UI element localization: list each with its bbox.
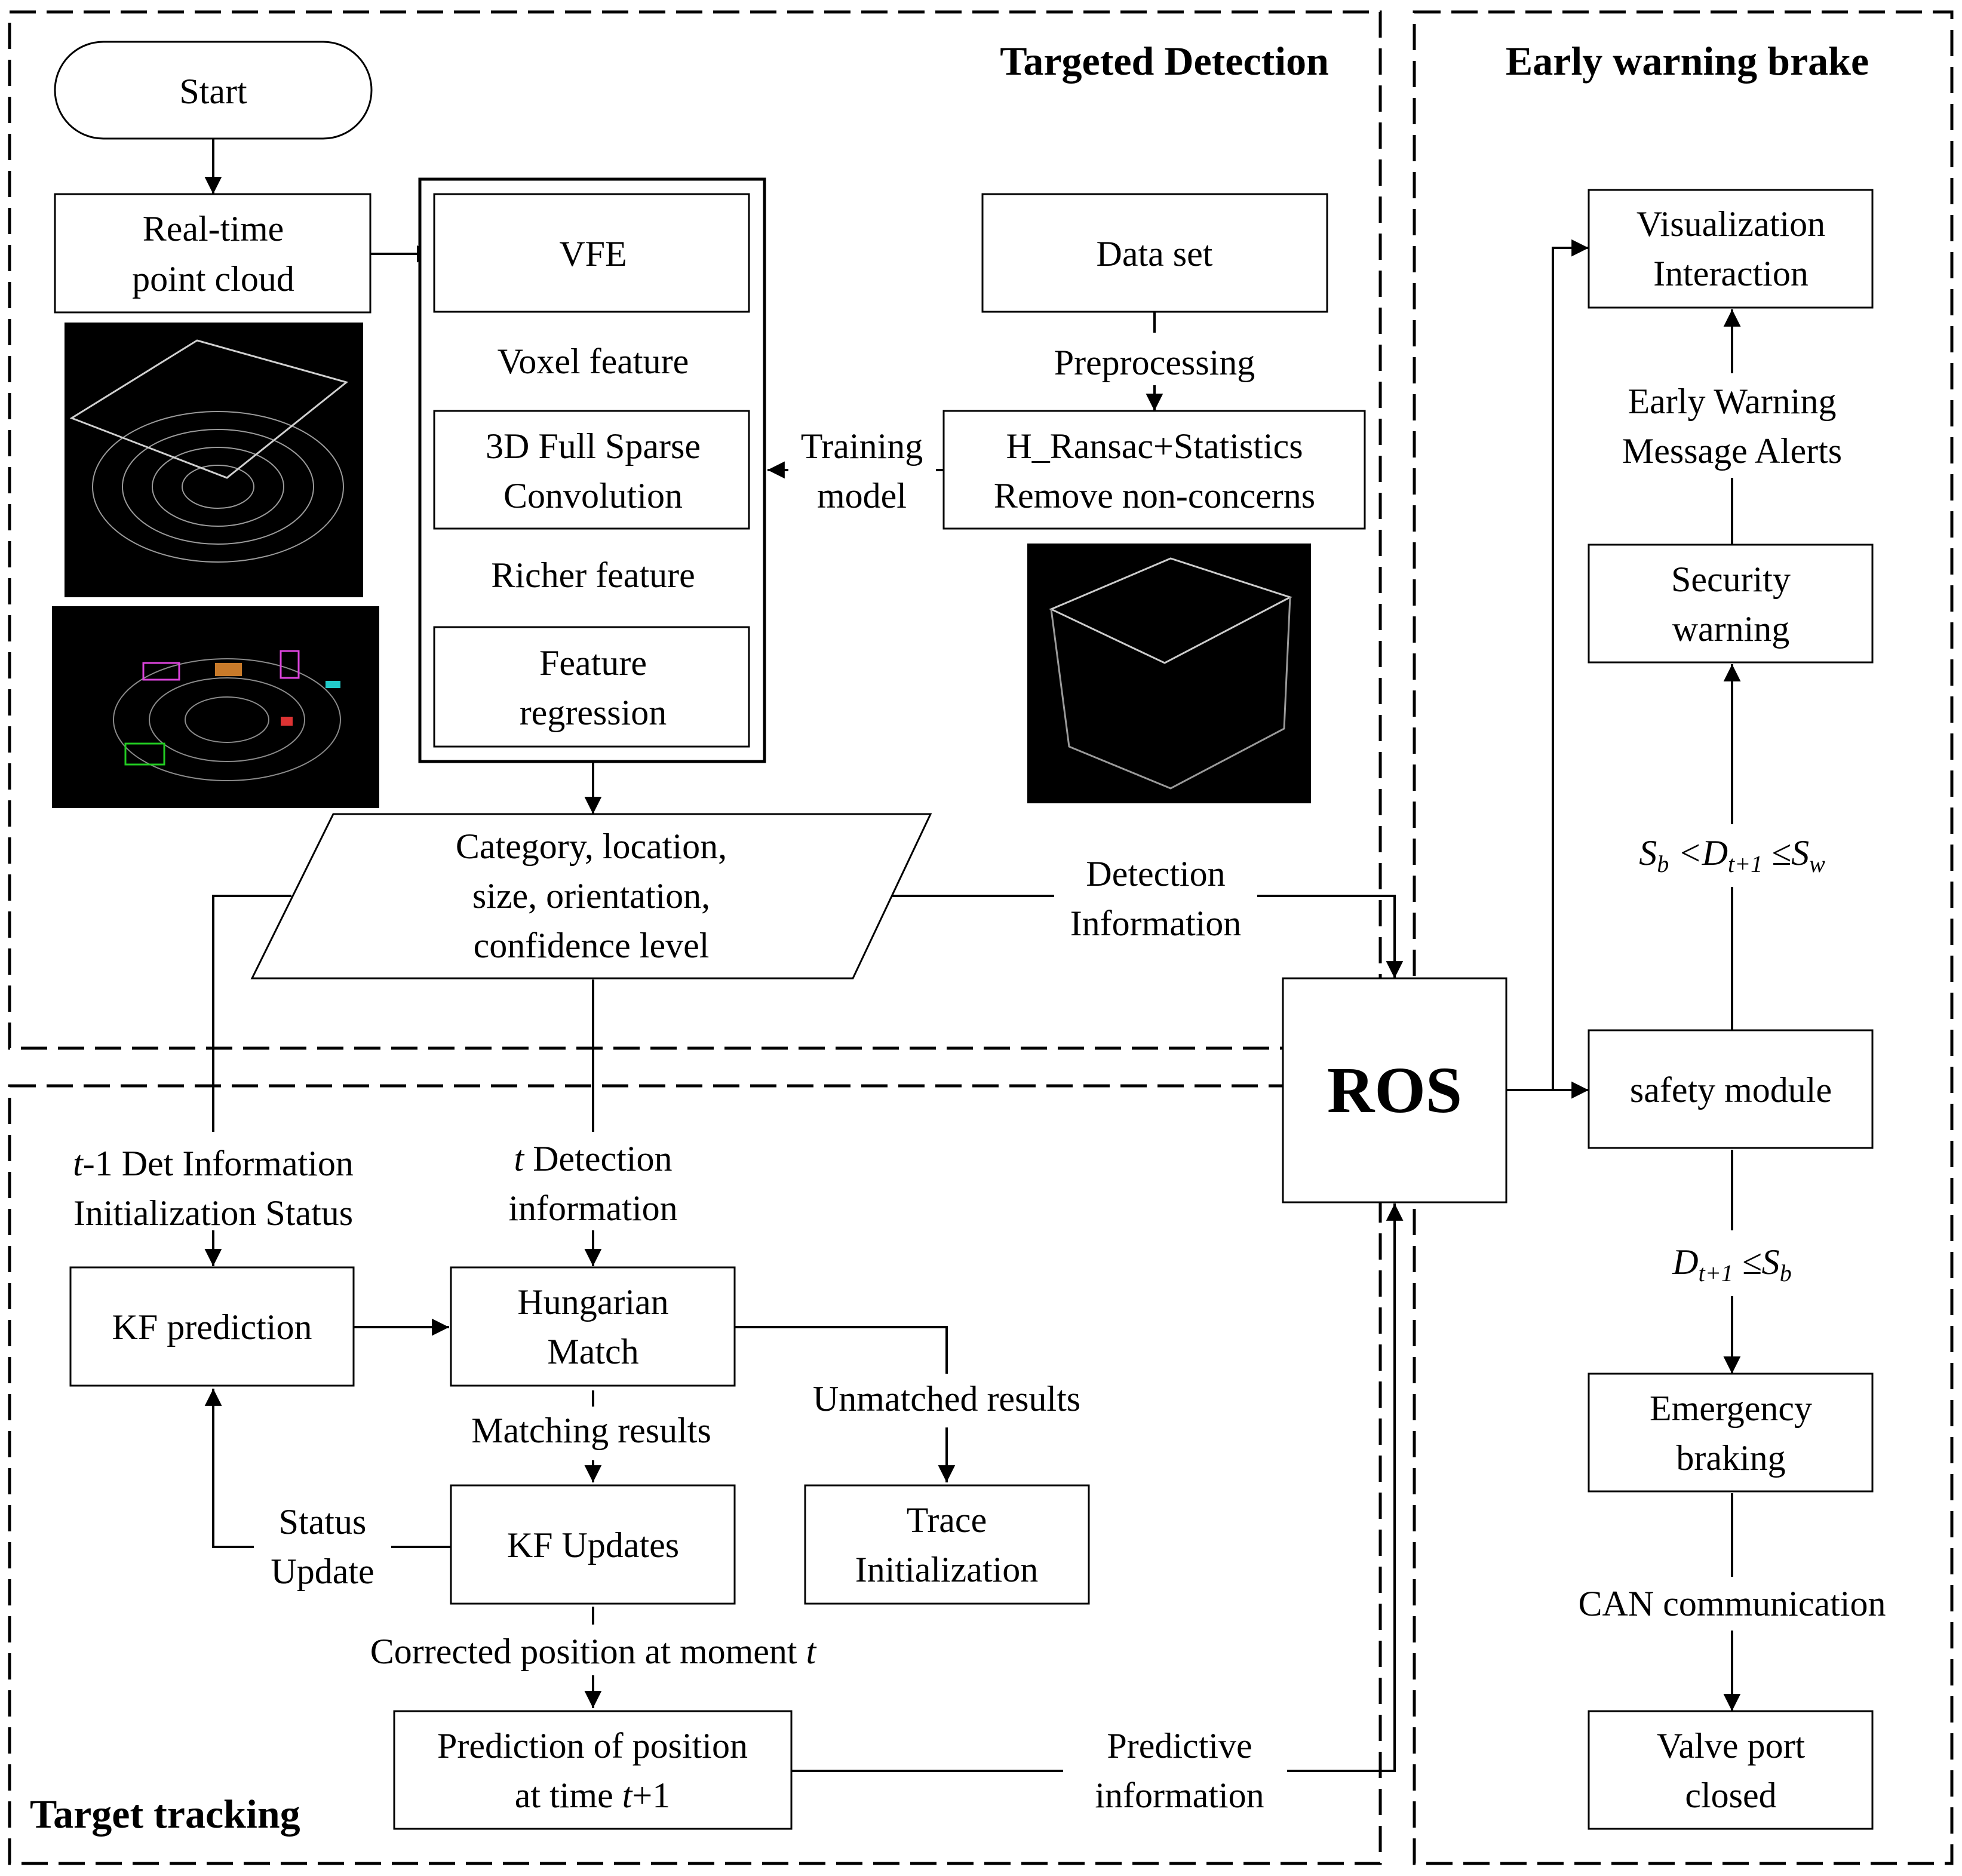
predictive-info-label-1: Predictive (1107, 1726, 1252, 1766)
status-update-label-2: Update (271, 1552, 374, 1591)
ros-label: ROS (1327, 1054, 1462, 1126)
sparse-convolution-node (433, 410, 750, 530)
regression-line-1: Feature (539, 643, 647, 683)
security-line-1: Security (1671, 560, 1791, 599)
targeted-detection-title: Targeted Detection (1000, 38, 1329, 84)
vfe-node (433, 193, 750, 313)
early-warning-label-2: Message Alerts (1622, 431, 1842, 471)
emergency-line-1: Emergency (1650, 1389, 1812, 1428)
valve-port-node (1588, 1710, 1874, 1830)
matching-results-label: Matching results (471, 1411, 711, 1450)
voxel-feature-label: Voxel feature (498, 342, 689, 381)
point-cloud-image (65, 323, 363, 597)
safety-label: safety module (1630, 1070, 1832, 1110)
unmatched-results-label: Unmatched results (813, 1379, 1080, 1418)
security-line-2: warning (1672, 609, 1790, 649)
hungarian-line-2: Match (547, 1332, 638, 1371)
kf-prediction-node (69, 1266, 355, 1387)
sparse-line-2: Convolution (503, 476, 683, 515)
output-line-2: size, orientation, (472, 876, 710, 916)
predictive-info-label-2: information (1095, 1776, 1264, 1815)
hungarian-match-node (450, 1266, 736, 1387)
status-update-label-1: Status (279, 1502, 367, 1542)
realtime-line-1: Real-time (143, 209, 284, 248)
realtime-point-cloud-node (54, 193, 371, 314)
ransac-line-1: H_Ransac+Statistics (1006, 426, 1303, 466)
dataset-label: Data set (1097, 234, 1213, 274)
target-tracking-frame (8, 1084, 1382, 1865)
visualization-line-2: Interaction (1653, 254, 1809, 293)
visualization-node (1588, 189, 1874, 309)
detection-info-label-2: Information (1070, 904, 1242, 943)
prediction-line-2: at time t+1 (515, 1776, 670, 1815)
vfe-label: VFE (559, 234, 627, 274)
t-det-label-2: information (508, 1189, 677, 1228)
trace-line-2: Initialization (855, 1550, 1039, 1589)
start-node (54, 41, 373, 140)
target-tracking-title: Target tracking (30, 1791, 300, 1837)
training-label-2: model (817, 476, 907, 515)
realtime-line-2: point cloud (132, 259, 294, 299)
condition-warning-label: Sb <Dt+1 ≤Sw (1639, 833, 1825, 877)
training-label-1: Training (801, 426, 923, 466)
kf-prediction-label: KF prediction (112, 1307, 312, 1347)
condition-brake-label: Dt+1 ≤Sb (1672, 1242, 1791, 1287)
ransac-line-2: Remove non-concerns (994, 476, 1315, 515)
detection-info-label-1: Detection (1086, 854, 1225, 894)
security-warning-node (1588, 544, 1874, 664)
richer-feature-label: Richer feature (491, 555, 695, 595)
early-warning-frame (1413, 10, 1954, 1865)
ransac-node (942, 410, 1366, 530)
t1-det-label-2: Initialization Status (73, 1193, 353, 1233)
valve-line-2: closed (1685, 1776, 1776, 1815)
safety-module-node (1588, 1029, 1874, 1149)
regression-line-2: regression (520, 693, 667, 732)
corrected-position-label: Corrected position at moment t (370, 1632, 817, 1671)
targeted-detection-frame (8, 10, 1382, 1050)
output-line-1: Category, location, (456, 827, 727, 866)
detection-output-node (250, 813, 932, 980)
prediction-line-1: Prediction of position (437, 1726, 748, 1766)
early-warning-title: Early warning brake (1506, 38, 1869, 84)
trace-line-1: Trace (907, 1500, 987, 1540)
feature-regression-node (433, 626, 750, 748)
can-communication-label: CAN communication (1579, 1584, 1886, 1623)
preprocessing-label: Preprocessing (1054, 343, 1255, 382)
hungarian-line-1: Hungarian (517, 1282, 668, 1322)
preprocessed-point-cloud-image (1027, 544, 1311, 803)
kf-updates-label: KF Updates (507, 1525, 679, 1565)
sparse-line-1: 3D Full Sparse (486, 426, 701, 466)
connectors (204, 139, 1741, 1772)
t1-det-label-1: t-1 Det Information (73, 1144, 354, 1183)
visualization-line-1: Visualization (1636, 204, 1825, 244)
dataset-node (981, 193, 1328, 313)
t-det-label-1: t Detection (514, 1139, 673, 1178)
emergency-braking-node (1588, 1373, 1874, 1493)
early-warning-label-1: Early Warning (1628, 382, 1837, 421)
valve-line-1: Valve port (1657, 1726, 1806, 1766)
kf-updates-node (450, 1484, 736, 1605)
prediction-position-node (393, 1710, 793, 1830)
output-line-3: confidence level (474, 926, 710, 965)
emergency-line-2: braking (1676, 1438, 1785, 1478)
start-label: Start (179, 72, 247, 111)
detection-result-image (52, 606, 379, 808)
ros-node (1282, 977, 1507, 1203)
trace-initialization-node (804, 1484, 1090, 1605)
